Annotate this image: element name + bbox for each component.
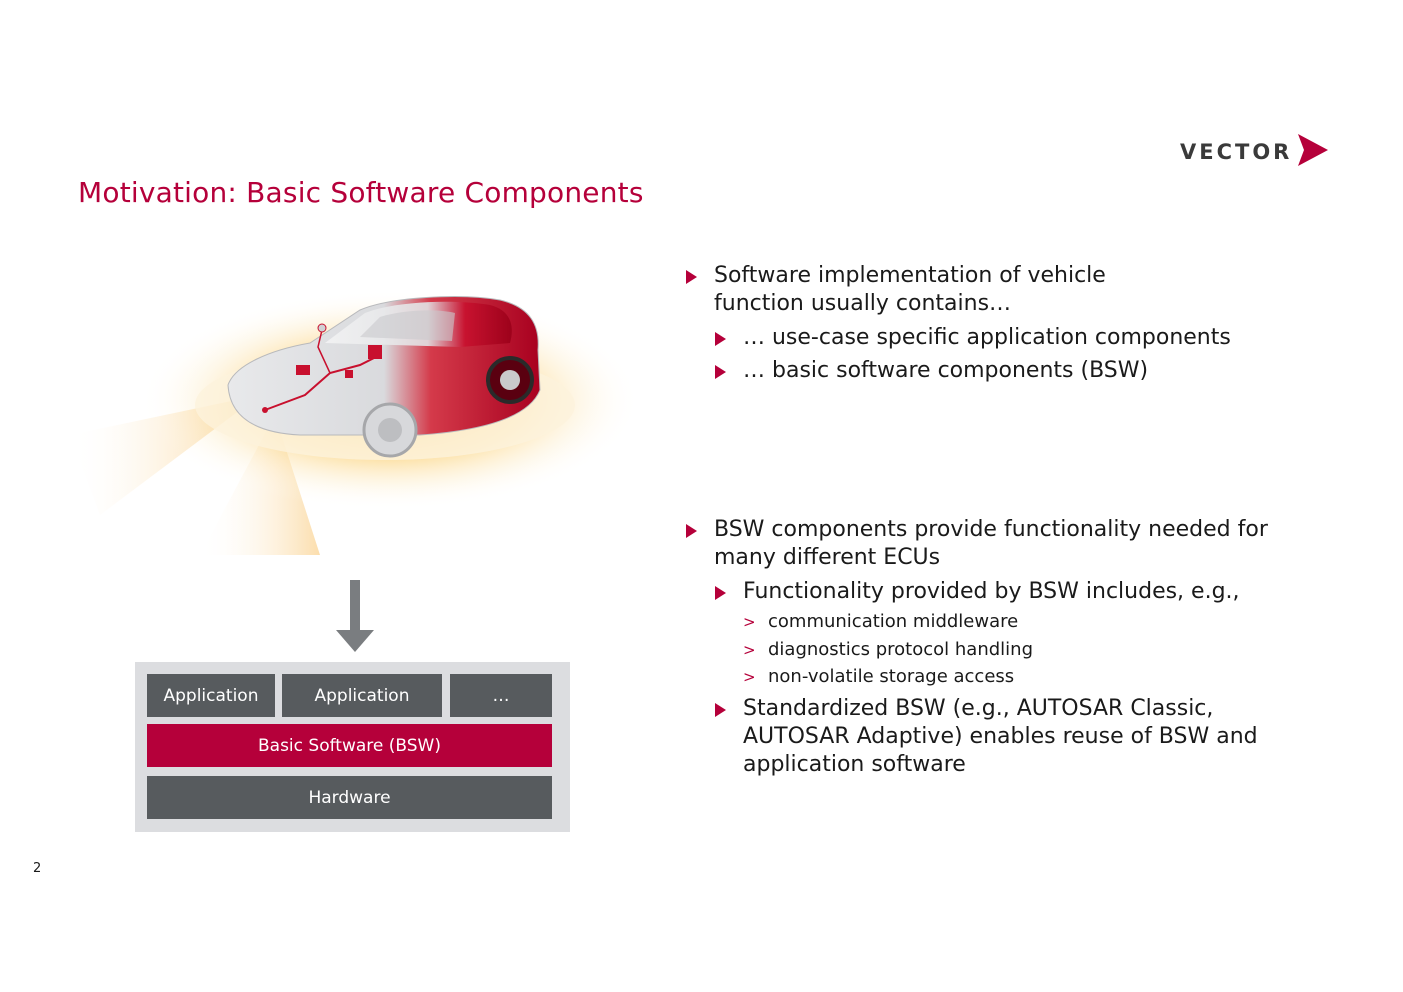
- more-applications-block: …: [450, 674, 552, 717]
- car-illustration: [70, 290, 640, 555]
- bullet-1: Software implementation of vehicle funct…: [686, 262, 1106, 318]
- bullet-1-sub-1: … use-case specific application componen…: [715, 324, 1231, 352]
- bullet-triangle-icon: [686, 270, 697, 284]
- sub-item-diagnostics: > diagnostics protocol handling: [743, 639, 1033, 660]
- bullet-triangle-icon: [715, 365, 726, 379]
- page-title: Motivation: Basic Software Components: [78, 176, 644, 209]
- hardware-block: Hardware: [147, 776, 552, 819]
- bullet-1-line-2: function usually contains…: [714, 291, 1012, 316]
- bullet-1-sub-2: … basic software components (BSW): [715, 357, 1148, 385]
- bullet-2: BSW components provide functionality nee…: [686, 516, 1268, 572]
- logo-chevron-icon: [1298, 134, 1328, 166]
- chevron-right-icon: >: [743, 613, 756, 631]
- bullet-1-line-1: Software implementation of vehicle: [714, 263, 1106, 288]
- bullet-2-sub-2: Standardized BSW (e.g., AUTOSAR Classic,…: [715, 695, 1258, 779]
- bullet-2-sub-1: Functionality provided by BSW includes, …: [715, 578, 1240, 606]
- bullet-triangle-icon: [715, 703, 726, 717]
- bullet-2-line-1: BSW components provide functionality nee…: [714, 517, 1268, 542]
- chevron-right-icon: >: [743, 668, 756, 686]
- vector-logo: VECTOR: [1180, 132, 1330, 172]
- logo-text: VECTOR: [1180, 140, 1293, 164]
- bullet-triangle-icon: [715, 332, 726, 346]
- bullet-triangle-icon: [715, 586, 726, 600]
- sub-item-communication: > communication middleware: [743, 611, 1019, 632]
- application-block-1: Application: [147, 674, 275, 717]
- bullet-triangle-icon: [686, 524, 697, 538]
- page-number: 2: [33, 861, 42, 876]
- chevron-right-icon: >: [743, 641, 756, 659]
- bullet-2-line-2: many different ECUs: [714, 545, 941, 570]
- software-stack-diagram: Application Application … Basic Software…: [135, 662, 570, 832]
- down-arrow-icon: [336, 580, 374, 652]
- application-block-2: Application: [282, 674, 442, 717]
- bsw-block: Basic Software (BSW): [147, 724, 552, 767]
- sub-item-storage: > non-volatile storage access: [743, 666, 1015, 687]
